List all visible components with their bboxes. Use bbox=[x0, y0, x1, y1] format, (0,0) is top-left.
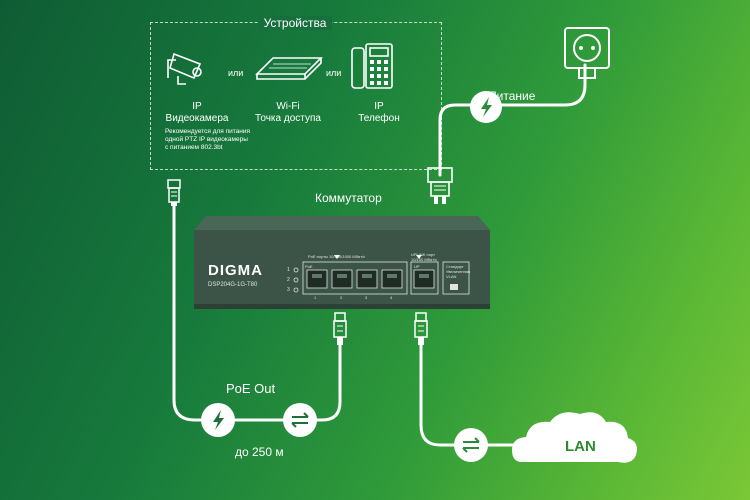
poe-lightning-icon bbox=[201, 403, 235, 437]
lan-cable bbox=[419, 343, 527, 447]
poe-tag: PoE bbox=[305, 264, 313, 269]
power-plug-icon bbox=[427, 167, 453, 204]
note-line: с питанием 802.3bt bbox=[165, 144, 223, 151]
access-point-label-line2: Точка доступа bbox=[255, 113, 321, 124]
wifi-access-point-icon bbox=[255, 57, 323, 80]
note-line: Рекомендуется для питания bbox=[165, 128, 251, 135]
power-outlet-icon bbox=[564, 27, 610, 79]
model-name: DSP204G-1G-T80 bbox=[208, 282, 258, 288]
phone-label-line1: IP bbox=[374, 101, 384, 112]
phone-label-line2: Телефон bbox=[358, 113, 400, 124]
phone-label: IP Телефон bbox=[334, 101, 424, 125]
camera-label-line1: IP bbox=[192, 101, 202, 112]
port-number: 3 bbox=[365, 295, 368, 300]
distance-label: до 250 м bbox=[235, 445, 284, 459]
ip-camera-icon bbox=[167, 52, 202, 85]
port-number: 2 bbox=[340, 295, 343, 300]
uplink-caption: UPLINK порт 10/100 Мбит/с bbox=[411, 252, 438, 262]
devices-title: Устройства bbox=[215, 16, 375, 30]
rj45-plug-icon bbox=[414, 312, 428, 345]
camera-recommendation-note: Рекомендуется для питания одной PTZ IP в… bbox=[165, 128, 285, 152]
data-transfer-icon bbox=[454, 428, 488, 462]
led-number: 3 bbox=[287, 287, 290, 293]
extend-caption: Стандарт Увеличенная VLAN bbox=[446, 264, 470, 279]
lan-label: LAN bbox=[565, 438, 596, 455]
power-lightning-icon bbox=[470, 91, 502, 123]
port-number: 4 bbox=[390, 295, 393, 300]
switch-title: Коммутатор bbox=[315, 191, 382, 205]
camera-label-line2: Видеокамера bbox=[165, 113, 229, 124]
port-number: 1 bbox=[314, 295, 317, 300]
poe-ports-caption: PoE порты 10/100/1000 Мбит/с bbox=[308, 254, 366, 259]
brand-logo: DIGMA bbox=[208, 262, 263, 279]
lan-cloud-icon bbox=[512, 412, 637, 463]
power-cable-to-outlet bbox=[498, 63, 587, 107]
extend-caption-line: Увеличенная bbox=[446, 269, 471, 274]
power-label: Питание bbox=[488, 89, 536, 103]
led-number: 2 bbox=[287, 277, 290, 283]
camera-label: IP Видеокамера bbox=[152, 101, 242, 125]
note-line: одной PTZ IP видеокамеры bbox=[165, 136, 248, 143]
poe-cable bbox=[172, 203, 342, 422]
poe-out-label: PoE Out bbox=[226, 381, 276, 396]
rj45-plug-icon bbox=[167, 179, 181, 206]
or-label: или bbox=[228, 68, 244, 78]
access-point-label: Wi-Fi Точка доступа bbox=[243, 101, 333, 125]
uplink-tag: UP bbox=[414, 264, 420, 269]
extend-caption-line: Стандарт bbox=[446, 264, 464, 269]
rj45-plug-icon bbox=[333, 312, 347, 345]
access-point-label-line1: Wi-Fi bbox=[276, 101, 300, 112]
network-switch bbox=[194, 216, 490, 309]
led-number: 1 bbox=[287, 267, 290, 273]
extend-caption-line: VLAN bbox=[446, 274, 457, 279]
or-label: или bbox=[326, 68, 342, 78]
data-transfer-icon bbox=[283, 403, 317, 437]
power-cable bbox=[438, 103, 475, 177]
ip-phone-icon bbox=[351, 43, 393, 89]
